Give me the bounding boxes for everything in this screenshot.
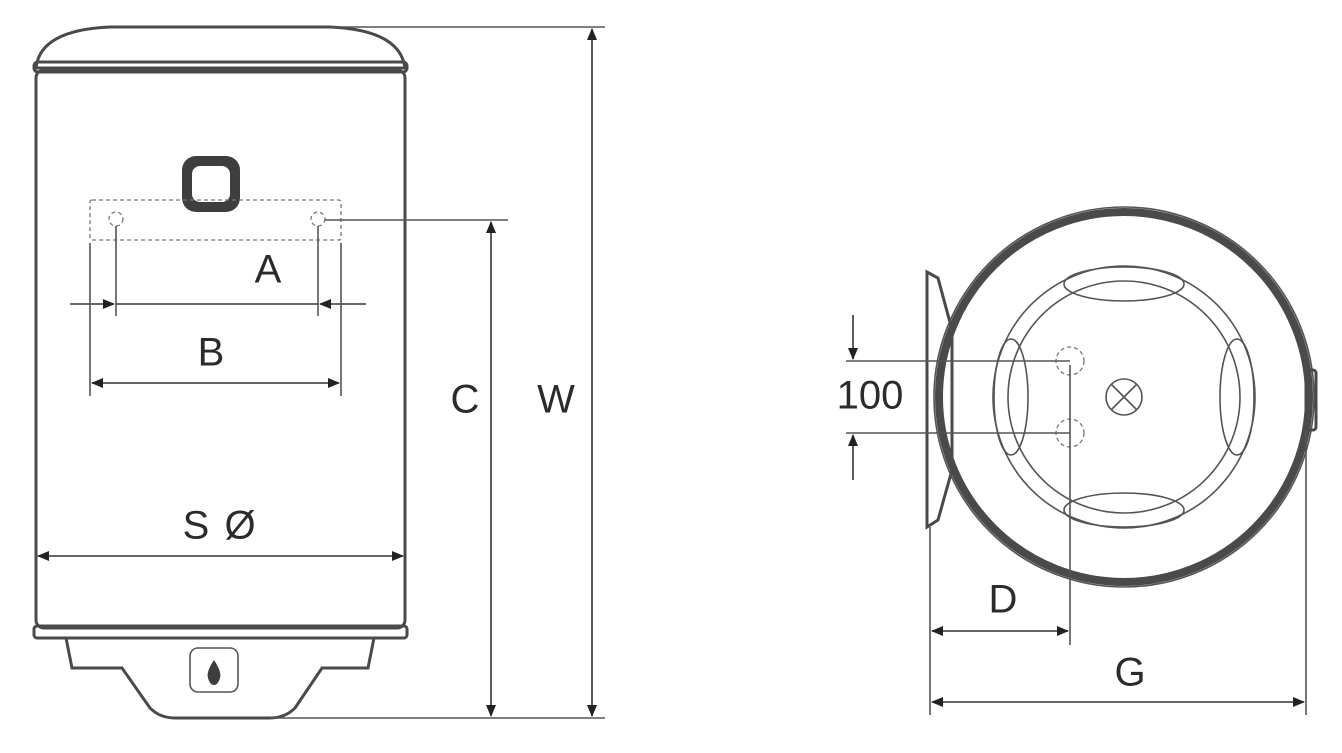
label-s: S: [183, 504, 210, 548]
center-cross-icon: [1105, 378, 1143, 416]
label-g: G: [1114, 651, 1145, 695]
inner-ring-inner: [1007, 280, 1241, 514]
top-view: 100 D G: [837, 206, 1318, 715]
label-w: W: [537, 378, 575, 422]
label-100: 100: [837, 374, 904, 418]
handle-bottom: [1063, 492, 1185, 528]
tank-outer-edge: [933, 206, 1315, 588]
inner-ring-outer: [992, 265, 1256, 529]
label-diameter-symbol: Ø: [224, 504, 255, 548]
label-c: C: [451, 378, 480, 422]
label-d: D: [989, 578, 1018, 622]
tank-bottom-housing: [64, 637, 376, 720]
front-view: A B S Ø C W: [32, 25, 605, 720]
side-knob: [1304, 368, 1318, 432]
tank-outer-ring: [935, 208, 1313, 586]
mounting-hole-right: [310, 211, 326, 227]
tank-body: [34, 68, 407, 630]
label-b: B: [198, 331, 225, 375]
tank-bottom-band: [32, 624, 409, 640]
label-a: A: [255, 248, 282, 292]
handle-left: [993, 338, 1029, 456]
mounting-hole-left: [108, 211, 124, 227]
handle-top: [1063, 266, 1185, 302]
water-drop-icon: [189, 647, 239, 693]
display-panel-icon: [182, 156, 240, 212]
tank-top-band: [32, 60, 409, 74]
handle-right: [1219, 338, 1255, 456]
